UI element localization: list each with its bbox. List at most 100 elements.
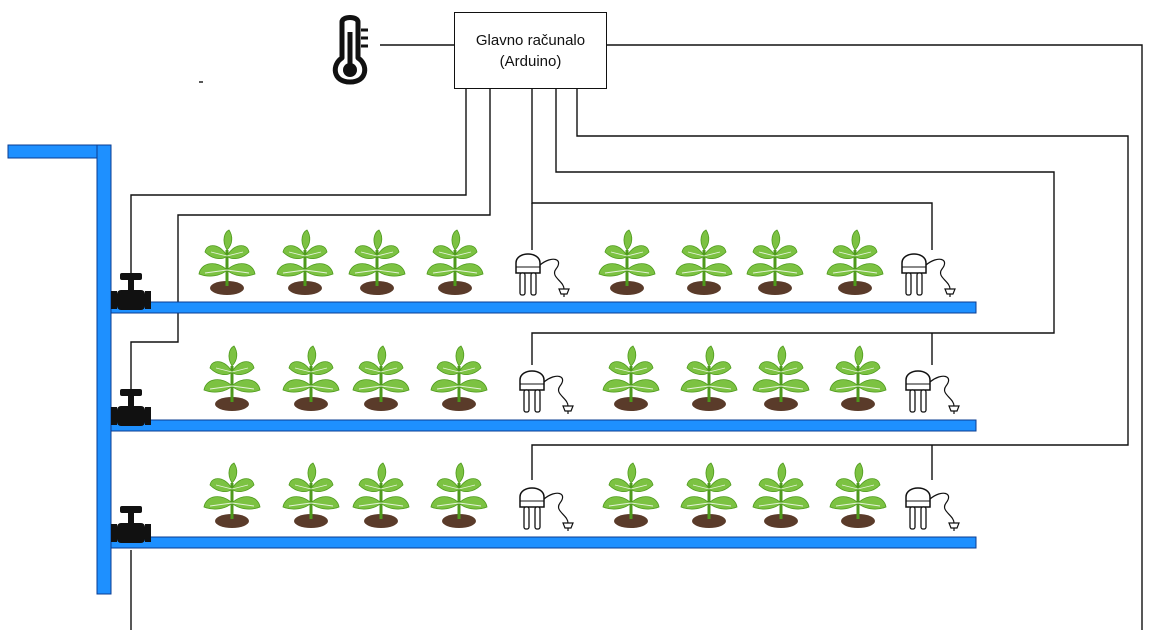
leaf	[288, 361, 312, 376]
leaf-veins	[681, 251, 727, 274]
leaf	[780, 496, 810, 510]
leaf	[758, 478, 782, 493]
leaf	[209, 361, 233, 376]
leaf-veins	[436, 484, 482, 507]
soil-moisture-sensor-icon	[515, 253, 570, 297]
leaf	[780, 379, 810, 393]
leaf	[226, 263, 256, 277]
wire-outer-right	[607, 44, 1143, 630]
leaf	[288, 478, 312, 493]
controller-subtitle: (Arduino)	[499, 52, 562, 70]
plant-icon	[752, 462, 810, 528]
leaf-veins	[204, 251, 250, 274]
soil	[692, 514, 726, 528]
wire-sensor-row1	[531, 89, 933, 250]
leaf	[458, 478, 482, 493]
leaf	[380, 478, 404, 493]
leaf	[752, 245, 776, 260]
leaf	[602, 496, 632, 510]
main-pipe-vertical	[96, 144, 112, 595]
sensor-prong	[530, 272, 537, 296]
plant-icon	[752, 345, 810, 411]
plant-icon	[203, 462, 261, 528]
leaf	[857, 361, 881, 376]
leaf	[282, 245, 306, 260]
leaf	[454, 263, 484, 277]
plant-icon	[203, 345, 261, 411]
leaf	[358, 361, 382, 376]
sensor-prong	[523, 389, 530, 413]
soil	[614, 397, 648, 411]
leaf	[304, 263, 334, 277]
leaf	[774, 263, 804, 277]
soil-moisture-sensor-icon	[905, 370, 960, 414]
leaf-veins	[282, 251, 328, 274]
sensor-prong	[523, 506, 530, 530]
leaf	[705, 462, 715, 484]
valve-handle	[120, 389, 142, 396]
leaf	[780, 478, 804, 493]
leaf	[630, 496, 660, 510]
sensor-connector	[948, 522, 960, 529]
soil	[442, 397, 476, 411]
leaf	[777, 345, 787, 367]
leaf-veins	[358, 367, 404, 390]
plant-icon	[282, 345, 340, 411]
leaf	[373, 229, 383, 251]
leaf	[752, 379, 782, 393]
plant-icon	[675, 229, 733, 295]
leaf-veins	[432, 251, 478, 274]
leaf	[426, 263, 456, 277]
leaf	[857, 478, 881, 493]
soil	[438, 281, 472, 295]
valve-body	[117, 406, 145, 426]
leaf-veins	[686, 484, 732, 507]
sensor-prong	[519, 272, 526, 296]
leaf	[282, 496, 312, 510]
soil	[692, 397, 726, 411]
leaf	[380, 379, 410, 393]
sensor-prong	[920, 506, 927, 530]
leaf	[380, 496, 410, 510]
leaf	[203, 496, 233, 510]
sensor-head	[905, 487, 931, 508]
leaf-veins	[436, 367, 482, 390]
sensor-prong	[920, 389, 927, 413]
leaf	[627, 345, 637, 367]
main-controller-box: Glavno računalo (Arduino)	[454, 12, 607, 89]
soil	[758, 281, 792, 295]
plant-icon	[680, 462, 738, 528]
sensor-connector	[562, 522, 574, 529]
plant-icon	[598, 229, 656, 295]
leaf	[705, 345, 715, 367]
sensor-head	[905, 370, 931, 391]
leaf	[680, 496, 710, 510]
valve-body	[117, 290, 145, 310]
valve-body	[117, 523, 145, 543]
soil	[610, 281, 644, 295]
leaf	[458, 379, 488, 393]
leaf	[703, 263, 733, 277]
leaf	[204, 245, 228, 260]
leaf	[708, 496, 738, 510]
leaf	[608, 361, 632, 376]
valve-flange	[145, 291, 151, 309]
leaf	[377, 345, 387, 367]
leaf	[680, 379, 710, 393]
valve-handle	[120, 273, 142, 280]
sensor-cable	[925, 258, 951, 290]
soil	[364, 397, 398, 411]
leaf	[430, 496, 460, 510]
leaf	[310, 478, 334, 493]
leaf-veins	[835, 367, 881, 390]
plant-icon	[680, 345, 738, 411]
leaf	[454, 245, 478, 260]
leaf-veins	[288, 367, 334, 390]
soil	[687, 281, 721, 295]
sensor-head	[515, 253, 541, 274]
leaf	[348, 263, 378, 277]
plant-icon	[829, 462, 887, 528]
plant-icon	[602, 345, 660, 411]
leaf	[686, 478, 710, 493]
irrigation-pipe-3	[110, 536, 977, 549]
